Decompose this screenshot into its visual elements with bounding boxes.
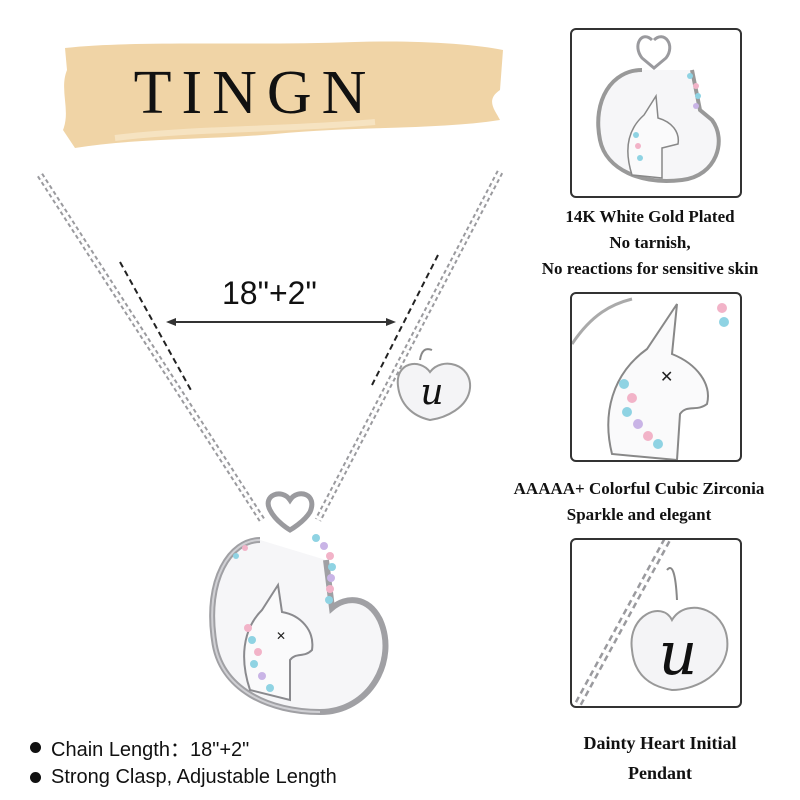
spec-bullet-list: Chain Length：18"+2" Strong Clasp, Adjust… [30,732,337,792]
guide-line-left [119,261,193,393]
chain-length-label: 18"+2" [222,275,317,311]
feature-caption-initial: Dainty Heart Initial Pendant [583,733,737,783]
guide-line-right [371,254,439,386]
feature-caption-plating: 14K White Gold Plated No tarnish, No rea… [541,207,759,278]
initial-charm-closeup: u [573,540,729,706]
bullet-chain-length: Chain Length：18"+2" [30,732,337,762]
detail-panel-initial: u [570,538,742,708]
detail-panel-zirconia: ✕ [570,292,742,462]
brand-banner: TINGN [55,30,505,160]
svg-text:✕: ✕ [276,629,286,643]
detail-panel-plating [570,28,742,198]
gem-stones [233,534,336,604]
chain-left [37,173,265,522]
initial-charm: u [396,348,472,422]
measurement-arrow [166,318,396,326]
unicorn-closeup: ✕ [572,297,729,460]
bullet-clasp: Strong Clasp, Adjustable Length [30,762,337,792]
bullet-dot-icon [30,741,41,753]
chain-right [314,170,504,522]
brand-title: TINGN [133,59,377,127]
svg-text:✕: ✕ [660,367,673,386]
unicorn-head: ✕ [243,582,314,702]
feature-caption-zirconia: AAAAA+ Colorful Cubic Zirconia Sparkle a… [513,479,765,524]
necklace-illustration: u ✕ [37,170,504,716]
svg-text:u: u [420,372,443,413]
heart-unicorn-pendant: ✕ [209,491,389,716]
heart-pendant-closeup [596,35,721,183]
paint-stroke-background [63,41,503,149]
bullet-dot-icon [30,771,41,783]
svg-text:u: u [659,619,698,689]
